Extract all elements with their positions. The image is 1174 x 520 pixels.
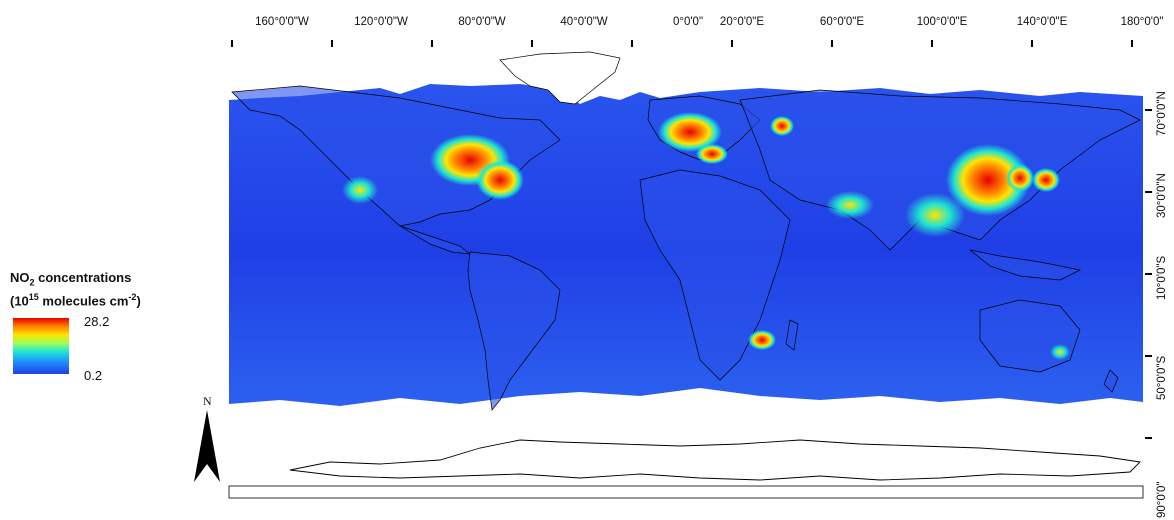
- map-frame-bottom: [228, 485, 1144, 499]
- hotspot-moscow: [770, 116, 794, 136]
- legend-max-value: 28.2: [84, 314, 110, 329]
- south-america: [467, 251, 561, 411]
- legend-unit-cm-exponent: -2: [128, 292, 137, 302]
- legend-title-no: NO: [10, 270, 30, 285]
- lon-tick-label: 120°0'0"W: [354, 16, 408, 28]
- legend-unit-open: (10: [10, 293, 29, 309]
- lat-tick-label: 90°0'0": [1156, 481, 1168, 518]
- lon-tick-label: 60°0'0"E: [819, 16, 865, 28]
- north-america: [231, 85, 561, 227]
- hotspot-california: [342, 176, 378, 204]
- hotspot-south-africa: [748, 330, 776, 350]
- lon-tick-label: 0°0'0": [672, 16, 704, 28]
- lat-tick-label: 10°0'0"S: [1156, 255, 1168, 300]
- hotspot-india: [905, 193, 965, 237]
- lon-tick-label: 100°0'0"E: [916, 16, 968, 28]
- antarctica: [289, 439, 1141, 481]
- legend-unit-close: ): [136, 293, 141, 309]
- hotspot-us-east-coast: [476, 160, 524, 200]
- north-arrow-icon: [194, 410, 220, 482]
- hotspot-western-europe: [658, 112, 722, 152]
- madagascar: [785, 319, 799, 351]
- lat-tick-label: 70°0'0"N: [1156, 91, 1168, 136]
- top-axis-ticks: [231, 40, 1133, 47]
- hotspot-middle-east: [826, 191, 874, 219]
- legend-title-line2: (1015 molecules cm-2): [10, 292, 141, 308]
- legend-unit-molecules: molecules cm: [38, 293, 129, 309]
- legend-title-line1: NO2 concentrations: [10, 270, 131, 288]
- lat-tick-label: 30°0'0"N: [1156, 173, 1168, 218]
- legend-color-ramp: [13, 318, 69, 374]
- hotspot-eastern-china: [946, 144, 1030, 216]
- no2-hotspots: [342, 112, 1070, 360]
- right-axis-ticks: [1145, 109, 1152, 439]
- hotspot-southeast-australia: [1050, 344, 1070, 360]
- hotspot-northern-italy: [696, 144, 728, 164]
- southeast-asia-islands: [969, 249, 1082, 281]
- hotspot-japan: [1032, 168, 1060, 192]
- no-data-southern-ocean: [229, 388, 1143, 420]
- no-data-arctic: [229, 80, 1143, 104]
- greenland: [499, 51, 621, 105]
- legend-unit-exponent: 15: [28, 292, 39, 302]
- north-label: N: [203, 394, 212, 408]
- lon-tick-label: 160°0'0"W: [255, 16, 309, 28]
- legend-min-value: 0.2: [84, 368, 103, 383]
- legend-title-concentrations: concentrations: [34, 270, 132, 285]
- lon-tick-label: 80°0'0"W: [458, 16, 506, 28]
- hotspot-korea: [1006, 164, 1034, 192]
- lat-tick-label: 50°0'0"S: [1156, 355, 1168, 400]
- legend-title-sub: 2: [29, 277, 35, 288]
- lon-tick-label: 140°0'0"E: [1016, 16, 1068, 28]
- lon-tick-label: 20°0'0"E: [719, 16, 765, 28]
- lon-tick-label: 40°0'0"W: [560, 16, 608, 28]
- new-zealand: [1103, 369, 1119, 393]
- lon-tick-label: 180°0'0": [1120, 16, 1164, 28]
